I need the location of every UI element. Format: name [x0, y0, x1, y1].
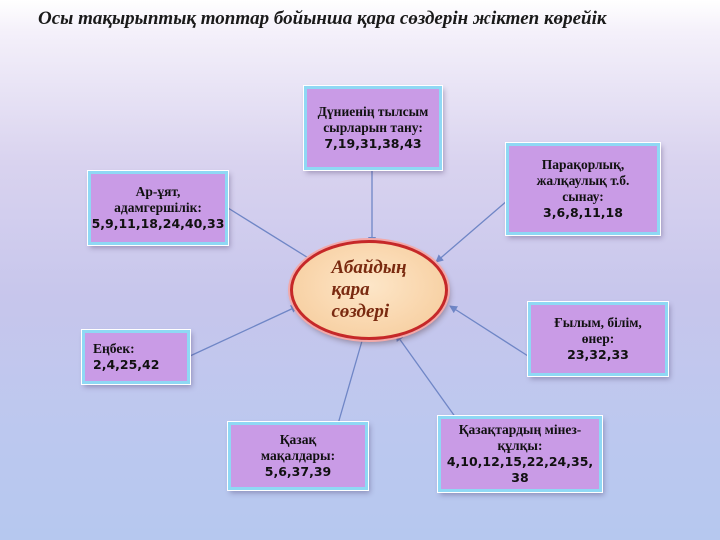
topic-numbers: 3,6,8,11,18 — [543, 205, 623, 220]
topic-label: Қазақтардың мінез-құлқы: — [458, 422, 582, 453]
topic-label: Қазақ мақалдары: — [260, 432, 336, 463]
topic-box-morality: Ар-ұят, адамгершілік: 5,9,11,18,24,40,33 — [87, 170, 229, 246]
arrow-left — [189, 305, 299, 357]
topic-label: Ар-ұят, адамгершілік: — [114, 184, 202, 215]
topic-numbers: 2,4,25,42 — [93, 357, 160, 372]
center-topic-ellipse: Абайдың қара сөздері — [290, 240, 448, 340]
topic-box-labor: Еңбек: 2,4,25,42 — [81, 329, 191, 385]
arrow-bottom-left — [337, 333, 366, 425]
topic-box-science: Ғылым, білім, өнер: 23,32,33 — [527, 301, 669, 377]
topic-label: Парақорлық, жалқаулық т.б. сынау: — [536, 157, 630, 204]
slide-title: Осы тақырыптық топтар бойынша қара сөзде… — [38, 8, 607, 29]
arrow-top-right — [435, 199, 509, 263]
topic-numbers: 4,10,12,15,22,24,35,38 — [446, 454, 594, 485]
topic-box-character: Қазақтардың мінез-құлқы: 4,10,12,15,22,2… — [437, 415, 603, 493]
topic-numbers: 5,6,37,39 — [264, 464, 332, 479]
topic-box-criticism: Парақорлық, жалқаулық т.б. сынау: 3,6,8,… — [505, 142, 661, 236]
topic-box-proverbs: Қазақ мақалдары: 5,6,37,39 — [227, 421, 369, 491]
topic-numbers: 7,19,31,38,43 — [324, 136, 422, 151]
topic-label: Еңбек: — [93, 341, 135, 356]
topic-box-world-secrets: Дүниенің тылсым сырларын тану: 7,19,31,3… — [303, 85, 443, 171]
topic-numbers: 23,32,33 — [567, 347, 629, 362]
arrow-top-left — [227, 207, 319, 265]
topic-label: Дүниенің тылсым сырларын тану: — [317, 104, 429, 135]
arrow-bottom-right — [395, 333, 457, 419]
topic-label: Ғылым, білім, өнер: — [554, 315, 642, 346]
arrow-right — [449, 305, 529, 357]
topic-numbers: 5,9,11,18,24,40,33 — [91, 216, 225, 231]
center-topic-label: Абайдың қара сөздері — [331, 257, 407, 322]
